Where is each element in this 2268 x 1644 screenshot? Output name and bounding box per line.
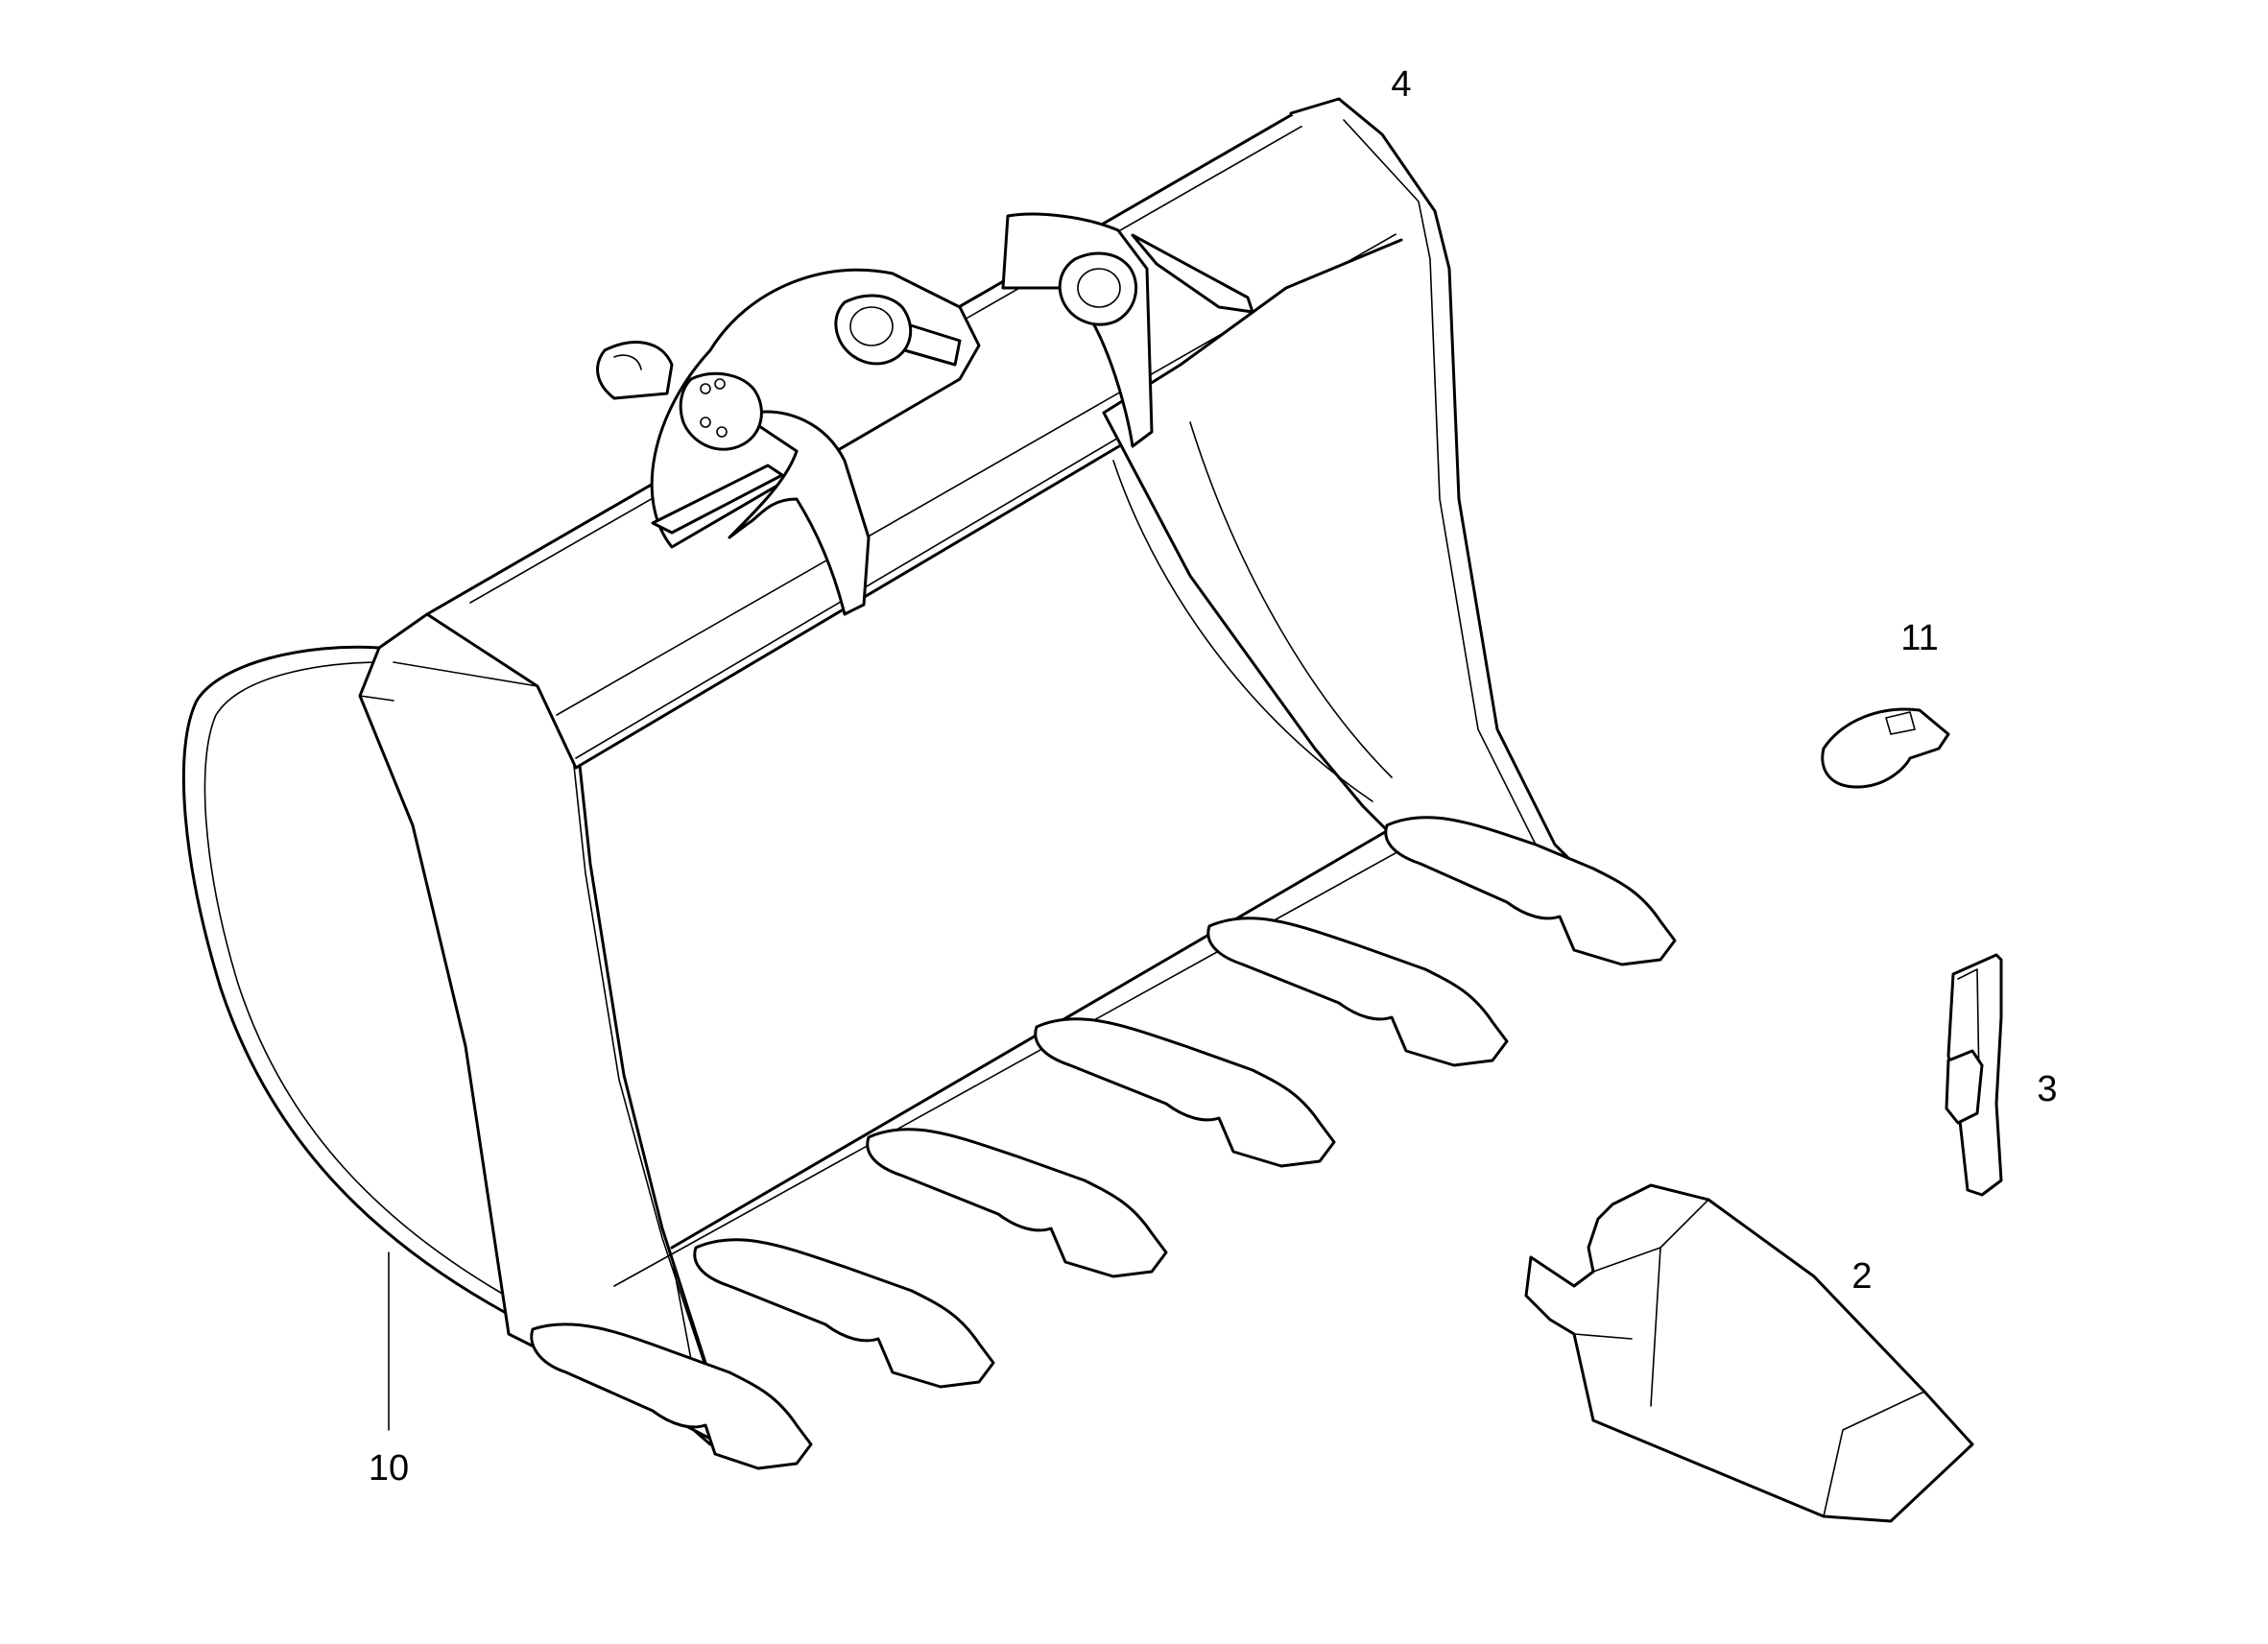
part-2-tooth xyxy=(1524,1183,1974,1523)
callout-part-11: 11 xyxy=(1900,618,1939,658)
callout-part-10: 10 xyxy=(368,1448,410,1489)
part-11-shim xyxy=(1821,707,1950,789)
bucket-teeth xyxy=(530,816,1677,1470)
left-side-plate-rim xyxy=(181,645,712,1446)
callout-part-2: 2 xyxy=(1851,1256,1873,1297)
callout-part-4: 4 xyxy=(1391,64,1412,105)
callout-part-3: 3 xyxy=(2037,1069,2058,1109)
excavator-bucket xyxy=(181,97,1677,1470)
mounting-lugs xyxy=(596,212,1254,616)
part-3-retainer-pin xyxy=(1945,953,2003,1197)
